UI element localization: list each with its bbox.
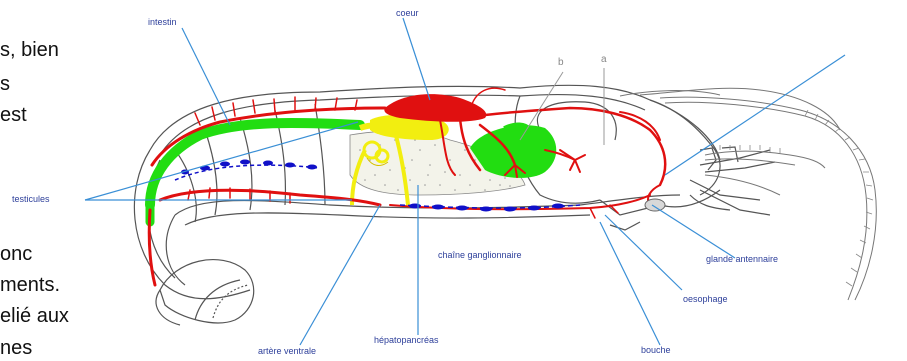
label-intestin: intestin (148, 18, 177, 27)
label-a: a (601, 55, 607, 65)
leader-intestin (182, 28, 230, 125)
label-hepatopancreas: hépatopancréas (374, 336, 439, 345)
label-artere-ventrale: artère ventrale (258, 347, 316, 356)
antennal-gland-shape (645, 199, 665, 211)
label-glande-antennaire: glande antennaire (706, 255, 778, 264)
leader-artere-ventrale (300, 205, 380, 345)
label-testicules: testicules (12, 195, 50, 204)
label-coeur: coeur (396, 9, 419, 18)
label-bouche: bouche (641, 346, 671, 355)
leader-bouche (600, 222, 660, 345)
leader-glande (652, 205, 735, 258)
label-b: b (558, 58, 564, 68)
leader-oesophage (605, 215, 682, 290)
leader-top-right (665, 55, 845, 175)
label-oesophage: oesophage (683, 295, 728, 304)
label-chaine-ganglionnaire: chaîne ganglionnaire (438, 251, 522, 260)
